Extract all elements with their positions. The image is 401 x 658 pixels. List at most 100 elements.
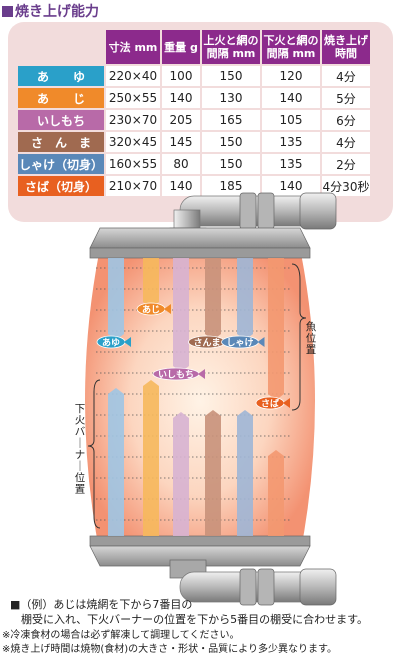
footnote-time: ※焼き上げ時間は焼物(食材)の大きさ・形状・品質により多少異なります。 <box>2 644 337 655</box>
lower-burner <box>89 535 337 606</box>
svg-text:火: 火 <box>75 415 86 427</box>
upper-heat-bar <box>205 258 221 340</box>
lower-gap-cell: 140 <box>262 176 320 196</box>
weight-cell: 140 <box>162 176 200 196</box>
upper-gap-cell: 150 <box>202 154 260 174</box>
footnote-thaw: ※冷凍食材の場合は必ず解凍して調理してください。 <box>2 630 240 641</box>
footnotes: ※冷凍食材の場合は必ず解凍して調理してください。 ※焼き上げ時間は焼物(食材)の… <box>2 629 337 657</box>
weight-cell: 100 <box>162 66 200 86</box>
lower-gap-cell: 135 <box>262 154 320 174</box>
fish-position-label: 魚位置 <box>306 320 317 356</box>
fish-column-saba <box>268 258 284 536</box>
upper-heat-bar <box>268 258 284 400</box>
fish-name-cell: あ ゆ <box>18 66 104 86</box>
fish-name-cell: しゃけ（切身） <box>18 154 104 174</box>
fish-name-cell: さば（切身） <box>18 176 104 196</box>
weight-cell: 140 <box>162 88 200 108</box>
fish-tag-saba: さば <box>255 396 290 410</box>
example-note-line2: 棚受に入れ、下火バーナーの位置を下から5番目の棚受に合わせます。 <box>10 613 369 626</box>
fish-tag-ayu: あゆ <box>96 335 131 349</box>
size-cell: 220×40 <box>106 66 160 86</box>
svg-text:位: 位 <box>306 332 317 345</box>
weight-cell: 145 <box>162 132 200 152</box>
svg-text:下: 下 <box>75 403 86 415</box>
lower-gap-cell: 105 <box>262 110 320 130</box>
fish-tag-label: さんま <box>193 338 220 349</box>
example-note: ■（例）あじは焼網を下から7番目の 棚受に入れ、下火バーナーの位置を下から5番目… <box>10 597 368 627</box>
lower-heat-bar <box>143 380 159 536</box>
lower-gap-cell: 140 <box>262 88 320 108</box>
svg-text:位: 位 <box>75 471 86 484</box>
upper-heat-bar <box>237 258 253 340</box>
table-corner <box>18 30 104 64</box>
upper-gap-cell: 165 <box>202 110 260 130</box>
title-text: 焼き上げ能力 <box>15 4 99 20</box>
upper-heat-bar <box>143 258 159 308</box>
svg-text:｜: ｜ <box>75 460 86 473</box>
header-weight: 重量 g <box>162 30 200 64</box>
svg-text:魚: 魚 <box>306 320 317 333</box>
lower-heat-bar <box>268 450 284 536</box>
fish-tag-ishimochi: いしもち <box>152 367 205 381</box>
upper-heat-bar <box>173 258 189 372</box>
fish-name-cell: あ じ <box>18 88 104 108</box>
fish-name-cell: さ ん ま <box>18 132 104 152</box>
size-cell: 230×70 <box>106 110 160 130</box>
fish-tag-label: いしもち <box>158 370 194 381</box>
header-lower-gap: 下火と網の 間隔 mm <box>262 30 320 64</box>
fish-column-ishimochi <box>173 258 189 536</box>
fish-column-ayu <box>108 258 124 536</box>
fish-columns <box>108 258 284 536</box>
fish-column-sanma <box>205 258 221 536</box>
svg-text:ナ: ナ <box>75 449 86 461</box>
svg-text:バ: バ <box>75 426 86 438</box>
size-cell: 320×45 <box>106 132 160 152</box>
lower-heat-bar <box>237 410 253 536</box>
fish-column-aji <box>143 258 159 536</box>
fish-tag-label: さば <box>261 398 279 410</box>
time-cell: 4分 <box>322 132 370 152</box>
fish-tag-label: しゃけ <box>226 338 253 349</box>
fish-position-bracket <box>291 263 307 411</box>
grilling-capacity-table: 寸法 mm 重量 g 上火と網の 間隔 mm 下火と網の 間隔 mm 焼き上げ … <box>16 28 372 198</box>
upper-gap-cell: 150 <box>202 66 260 86</box>
fish-column-shake <box>237 258 253 536</box>
upper-gap-cell: 150 <box>202 132 260 152</box>
square-bullet-icon <box>2 6 13 17</box>
fish-name-cell: いしもち <box>18 110 104 130</box>
fish-tag-aji: あじ <box>136 302 171 316</box>
header-time: 焼き上げ 時間 <box>322 30 370 64</box>
lower-heat-bar <box>173 412 189 536</box>
svg-text:置: 置 <box>75 484 86 496</box>
time-cell: 4分 <box>322 66 370 86</box>
fish-tag-shake: しゃけ <box>221 335 265 349</box>
fish-tag-label: あじ <box>142 305 160 316</box>
grill-diagram: あじあゆさんましゃけいしもちさば 魚位置下火バ｜ナ｜位置 <box>75 192 337 606</box>
svg-text:置: 置 <box>306 344 317 356</box>
upper-gap-cell: 185 <box>202 176 260 196</box>
shelf-lines <box>96 267 292 521</box>
size-cell: 160×55 <box>106 154 160 174</box>
upper-heat-bar <box>108 258 124 340</box>
section-title: 焼き上げ能力 <box>2 1 99 21</box>
size-cell: 210×70 <box>106 176 160 196</box>
lower-heat-bar <box>205 410 221 536</box>
lower-heat-bar <box>108 388 124 536</box>
time-cell: 6分 <box>322 110 370 130</box>
time-cell: 5分 <box>322 88 370 108</box>
header-upper-gap: 上火と網の 間隔 mm <box>202 30 260 64</box>
grilling-table-panel: 寸法 mm 重量 g 上火と網の 間隔 mm 下火と網の 間隔 mm 焼き上げ … <box>8 22 393 222</box>
burner-position-label: 下火バ｜ナ｜位置 <box>75 403 86 496</box>
upper-gap-cell: 130 <box>202 88 260 108</box>
lower-gap-cell: 135 <box>262 132 320 152</box>
weight-cell: 205 <box>162 110 200 130</box>
svg-text:｜: ｜ <box>75 437 86 450</box>
upper-burner <box>89 192 337 259</box>
weight-cell: 80 <box>162 154 200 174</box>
fish-tags: あじあゆ さんましゃけいしもちさば <box>96 302 290 410</box>
